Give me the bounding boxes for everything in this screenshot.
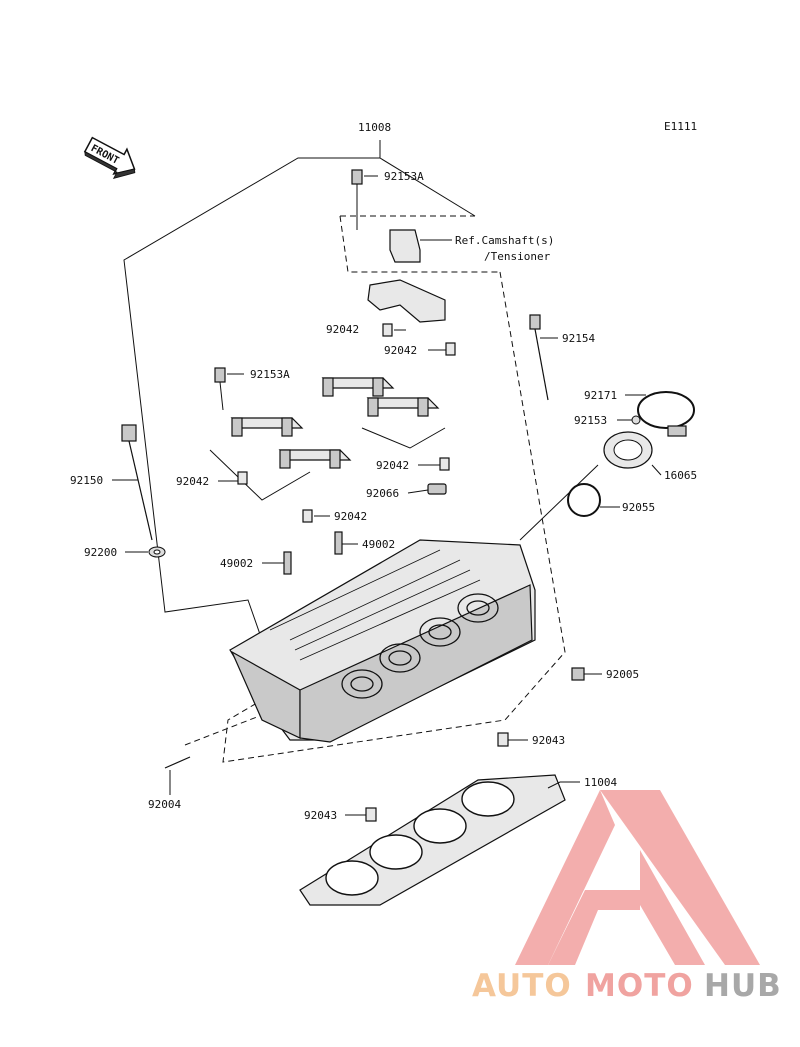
label-49002-b: 49002 [362, 538, 395, 551]
washer-icon [148, 546, 166, 558]
label-92154: 92154 [562, 332, 595, 345]
bolts [121, 169, 549, 769]
label-49002-a: 49002 [220, 557, 253, 570]
label-92153A-top: 92153A [384, 170, 424, 183]
holder-assembly [567, 391, 695, 517]
cylinder-head [229, 539, 536, 743]
ref-tensioner-label: /Tensioner [484, 250, 551, 263]
head-gasket [299, 774, 566, 906]
watermark-moto: MOTO [585, 968, 694, 1004]
oil-filler-cap [427, 483, 447, 495]
automotohub-logo [515, 790, 760, 965]
studs [283, 531, 343, 575]
label-92171: 92171 [584, 389, 617, 402]
label-92004: 92004 [148, 798, 181, 811]
label-92042-c: 92042 [176, 475, 209, 488]
diagram-code: E1111 [664, 120, 697, 133]
label-92042-b: 92042 [384, 344, 417, 357]
label-92005: 92005 [606, 668, 639, 681]
ref-camshaft-label: Ref.Camshaft(s) [455, 234, 554, 247]
label-92150: 92150 [70, 474, 103, 487]
leader-lines [112, 175, 662, 816]
watermark-hub: HUB [704, 968, 782, 1004]
label-92042-e: 92042 [334, 510, 367, 523]
label-92042-a: 92042 [326, 323, 359, 336]
label-92066: 92066 [366, 487, 399, 500]
label-11004: 11004 [584, 776, 617, 789]
plug [571, 667, 585, 681]
label-92153A-mid: 92153A [250, 368, 290, 381]
label-11008: 11008 [358, 121, 391, 134]
watermark-auto: AUTO [472, 968, 572, 1004]
label-92153: 92153 [574, 414, 607, 427]
part-labels: 11008 92153A Ref.Camshaft(s) /Tensioner … [70, 121, 697, 822]
tensioner-bracket [389, 229, 452, 263]
camshaft-caps [209, 279, 446, 501]
label-92043-a: 92043 [532, 734, 565, 747]
front-arrow-icon: FRONT [83, 136, 136, 180]
label-92042-d: 92042 [376, 459, 409, 472]
label-92055: 92055 [622, 501, 655, 514]
label-16065: 16065 [664, 469, 697, 482]
label-92043-b: 92043 [304, 809, 337, 822]
label-92200: 92200 [84, 546, 117, 559]
assembly-outline [123, 140, 566, 763]
